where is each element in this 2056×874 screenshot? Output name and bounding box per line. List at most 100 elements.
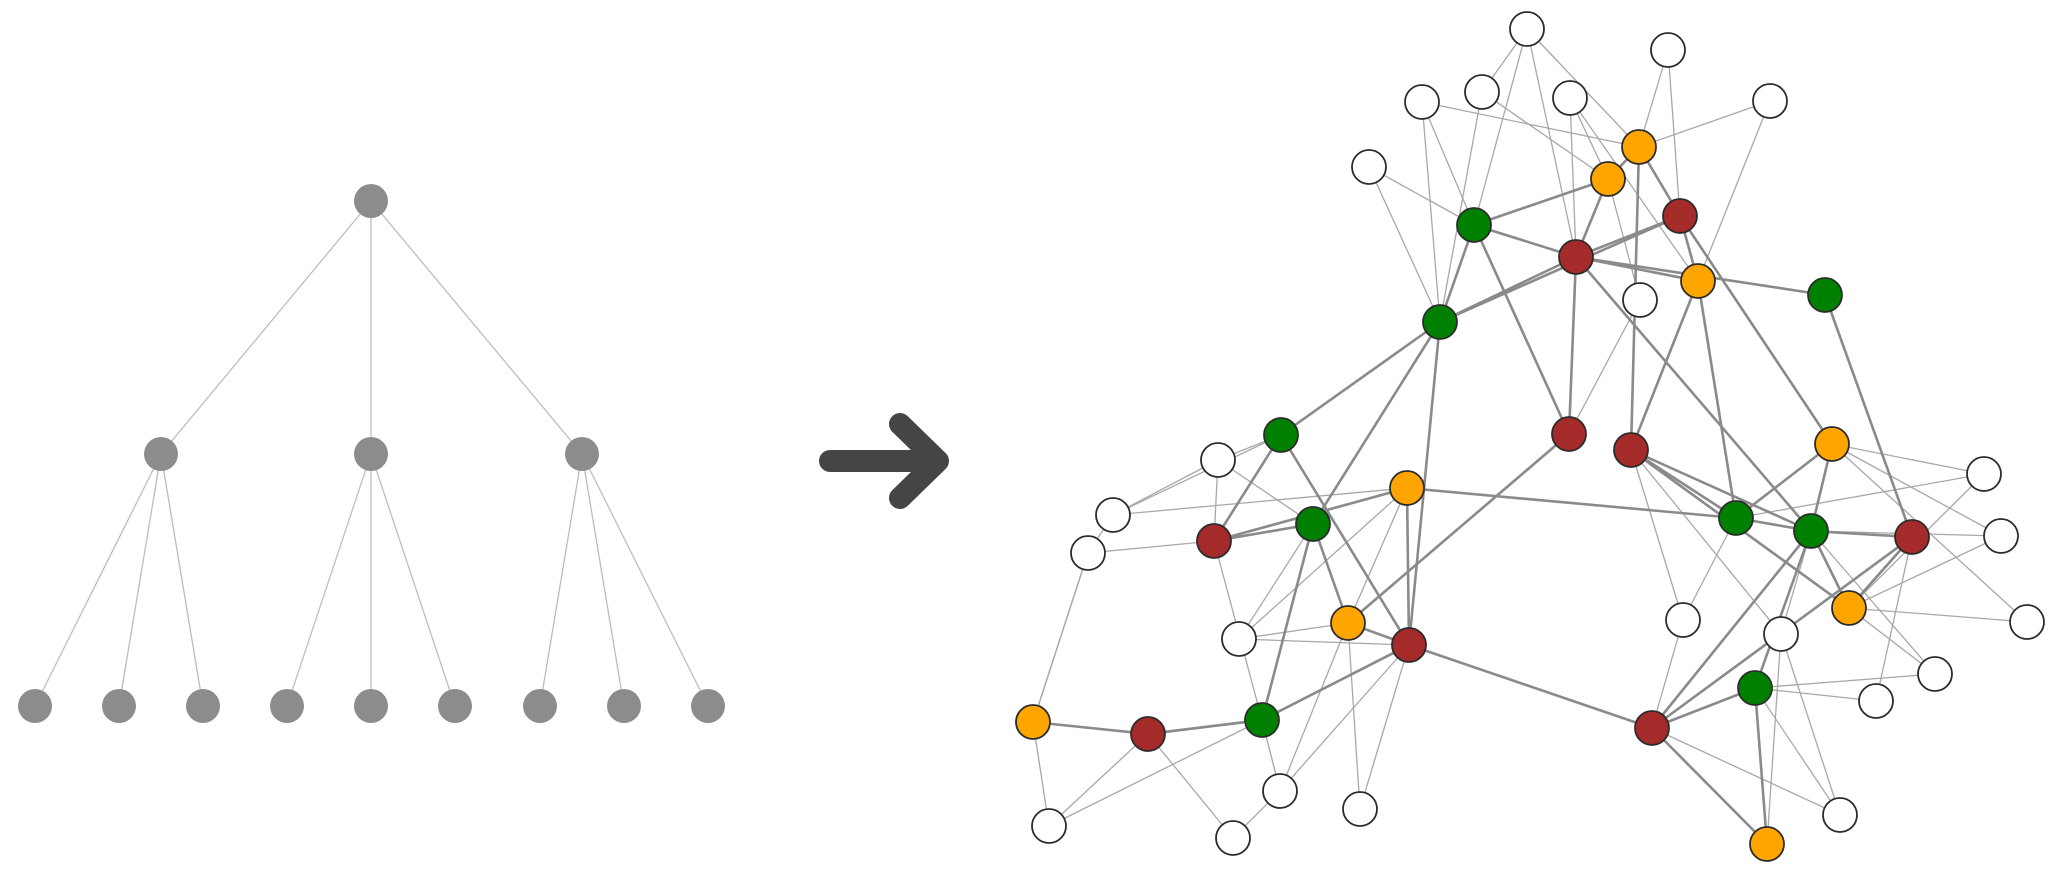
network-node-white <box>1215 820 1251 856</box>
network-edge <box>1261 643 1410 722</box>
tree-edge <box>34 453 162 707</box>
network-edge <box>1526 28 1577 258</box>
network-edge <box>1368 166 1441 323</box>
network-node-green <box>1456 207 1492 243</box>
network-edge <box>1473 177 1609 227</box>
network-node-orange <box>1621 129 1657 165</box>
network-edge <box>1147 733 1234 839</box>
network-node-green <box>1422 304 1458 340</box>
network-edge <box>1678 215 1834 445</box>
network-edge <box>1831 443 2028 623</box>
network-edge <box>1279 434 1411 646</box>
network-edge <box>1848 535 2002 609</box>
tree-node <box>186 689 220 723</box>
network-node-red <box>1196 523 1232 559</box>
network-edge <box>1569 97 1699 282</box>
network-nodes <box>1015 11 2045 862</box>
network-edge <box>1697 100 1771 282</box>
network-edge <box>1629 280 1700 451</box>
network-edge <box>1567 256 1578 435</box>
network-edge <box>1032 720 1149 736</box>
tree-node <box>354 437 388 471</box>
network-edge <box>1651 686 1756 730</box>
network-edge <box>1481 91 1609 180</box>
network-edge <box>1260 523 1315 721</box>
network-edge <box>1875 536 1913 702</box>
network-edge <box>1238 523 1314 640</box>
network-edge <box>1280 320 1441 437</box>
network-edge <box>1473 28 1528 226</box>
network-edge <box>1408 643 1653 730</box>
network-edge <box>1238 487 1408 640</box>
network-edge <box>1848 607 1936 675</box>
network-node-red <box>1613 432 1649 468</box>
network-edge <box>1347 433 1570 624</box>
network-edge <box>1638 100 1771 148</box>
network-node-white <box>1752 83 1788 119</box>
network-edge <box>1651 727 1841 816</box>
network-edge <box>1439 214 1681 324</box>
network-edge <box>1650 530 1813 729</box>
network-node-red <box>1391 627 1427 663</box>
network-edge <box>1421 101 1441 323</box>
tree-node <box>270 689 304 723</box>
network-node-white <box>1404 84 1440 120</box>
network-node-white <box>1200 442 1236 478</box>
network-edge <box>1112 459 1219 516</box>
tree-node <box>102 689 136 723</box>
network-node-red <box>1894 519 1930 555</box>
network-edge <box>1217 459 1314 525</box>
network-edge <box>1347 487 1408 624</box>
network-node-green <box>1295 506 1331 542</box>
network-edge <box>1279 644 1410 792</box>
tree-node <box>354 184 388 218</box>
network-edge <box>1754 687 1877 702</box>
network-edge <box>1696 280 1738 519</box>
tree-edge <box>118 453 162 707</box>
network-node-orange <box>1814 426 1850 462</box>
network-edge <box>1568 299 1641 435</box>
network-node-white <box>2009 604 2045 640</box>
network-edge <box>1780 633 1841 816</box>
network-edge <box>1569 97 1577 258</box>
network-node-orange <box>1831 590 1867 626</box>
tree-node <box>18 689 52 723</box>
network-edge <box>1651 727 1768 845</box>
network-node-white <box>1665 602 1701 638</box>
network-edge <box>1754 673 1936 689</box>
network-edge <box>1472 224 1571 435</box>
network-edge <box>1682 517 1737 621</box>
network-edge <box>1347 622 1361 810</box>
network-node-white <box>1822 797 1858 833</box>
network-diagram <box>1015 11 2045 862</box>
network-edge <box>1238 638 1410 646</box>
network-node-white <box>1763 616 1799 652</box>
network-node-orange <box>1015 704 1051 740</box>
network-edge <box>1112 434 1282 516</box>
network-edge <box>1147 718 1263 736</box>
tree-node <box>144 437 178 471</box>
network-node-green <box>1737 670 1773 706</box>
network-edge <box>1405 487 1411 646</box>
tree-edge <box>370 200 583 455</box>
tree-diagram <box>18 184 725 723</box>
network-node-orange <box>1590 161 1626 197</box>
tree-node <box>523 689 557 723</box>
network-edge <box>1810 530 1936 675</box>
tree-edge <box>370 453 456 707</box>
network-edge <box>1032 552 1089 723</box>
network-edge <box>1112 487 1408 516</box>
network-node-white <box>1070 535 1106 571</box>
network-node-white <box>1221 621 1257 657</box>
network-edge <box>1087 540 1215 554</box>
network-node-green <box>1807 277 1843 313</box>
network-node-white <box>1917 656 1953 692</box>
tree-edge <box>581 453 709 707</box>
network-node-white <box>1342 791 1378 827</box>
network-edge <box>1848 607 2028 623</box>
network-node-green <box>1263 417 1299 453</box>
network-node-white <box>1262 773 1298 809</box>
network-node-white <box>1095 497 1131 533</box>
network-node-white <box>1622 282 1658 318</box>
